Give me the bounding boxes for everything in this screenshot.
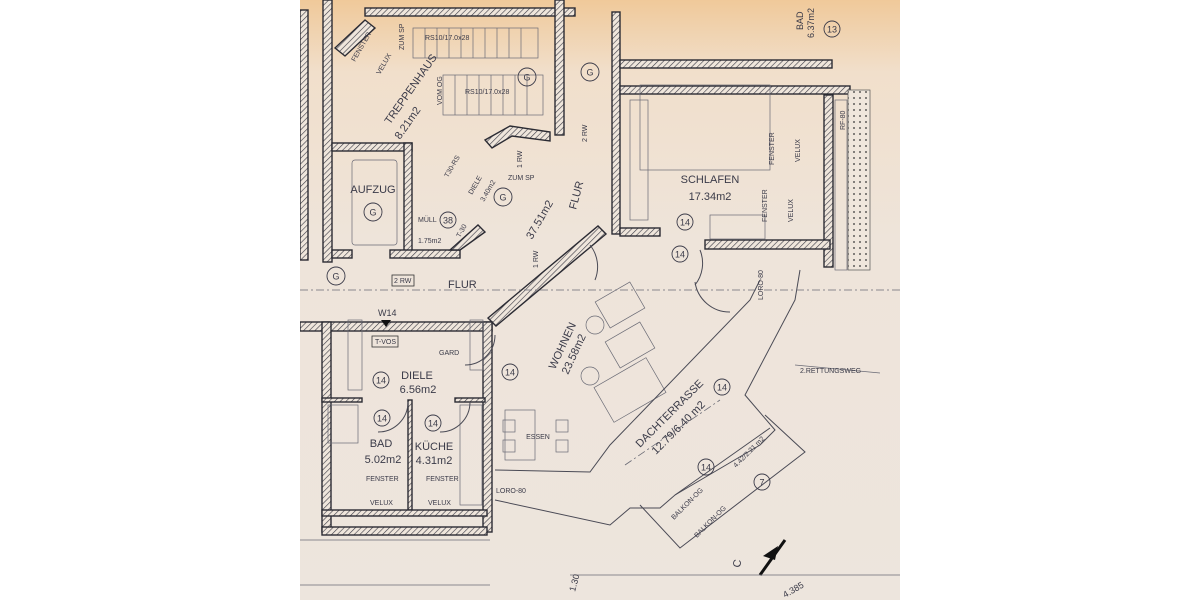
marker-g: G: [586, 68, 593, 78]
room-bad-area: 5.02m2: [365, 454, 402, 466]
fixtures: [300, 27, 900, 586]
marker-14: 14: [377, 414, 387, 424]
fenster-label: FENSTER: [769, 132, 776, 165]
section-marker: C: [731, 559, 744, 569]
rw-label: 1 RW: [517, 150, 524, 168]
rf-label: RF-80: [840, 110, 847, 130]
rettungsweg-label: 2.RETTUNGSWEG: [800, 368, 861, 375]
room-diele: DIELE: [401, 370, 433, 382]
marker-38: 38: [443, 216, 453, 226]
marker-g: G: [332, 272, 339, 282]
zum-sp-label: ZUM SP: [508, 175, 535, 182]
paper-background: [300, 0, 900, 600]
marker-g: G: [369, 208, 376, 218]
room-diele-area: 6.56m2: [400, 384, 437, 396]
velux-label: VELUX: [795, 139, 802, 162]
rw-label: 2 RW: [394, 278, 412, 285]
marker-14: 14: [717, 383, 727, 393]
loro-label: LORO-80: [496, 488, 526, 495]
marker-14: 14: [505, 368, 515, 378]
velux-label: VELUX: [428, 500, 451, 507]
room-bad: BAD: [370, 438, 393, 450]
floor-plan: G G G G G 38 13 14 14 14 14 14 14 14 14 …: [299, 0, 900, 600]
marker-14: 14: [376, 376, 386, 386]
room-kueche-area: 4.31m2: [416, 455, 453, 467]
room-aufzug: AUFZUG: [350, 184, 395, 196]
room-muell: MÜLL: [418, 216, 437, 224]
loro-label: LORO-80: [758, 270, 765, 300]
room-schlafen: SCHLAFEN: [681, 174, 740, 186]
room-bad-top-area: 6.37m2: [806, 8, 816, 38]
marker-14: 14: [428, 419, 438, 429]
fenster-label: FENSTER: [426, 476, 459, 483]
zum-sp-label: ZUM SP: [399, 23, 406, 50]
room-kueche: KÜCHE: [415, 441, 454, 453]
marker-g: G: [499, 193, 506, 203]
marker-14: 14: [680, 218, 690, 228]
gard-label: GARD: [439, 350, 459, 357]
rw-label: 1 RW: [533, 250, 540, 268]
room-schlafen-area: 17.34m2: [689, 191, 732, 203]
t-vos-label: T-VOS: [375, 339, 396, 346]
vom-og-label: VOM OG: [437, 76, 444, 105]
dimension-label: 1.30: [567, 573, 581, 593]
fenster-label: FENSTER: [762, 189, 769, 222]
marker-14: 14: [701, 463, 711, 473]
marker-13: 13: [827, 25, 837, 35]
floor-plan-drawing: G G G G G 38 13 14 14 14 14 14 14 14 14 …: [299, 0, 900, 600]
room-bad-top: BAD: [795, 11, 805, 30]
rw-label: 2 RW: [582, 124, 589, 142]
room-essen: ESSEN: [526, 434, 550, 441]
velux-label: VELUX: [788, 199, 795, 222]
velux-label: VELUX: [370, 500, 393, 507]
stair-label: RS10/17.0x28: [465, 89, 509, 96]
walls: [299, 0, 851, 536]
w14-label: W14: [378, 308, 397, 318]
marker-7: 7: [759, 478, 764, 488]
room-muell-area: 1.75m2: [418, 238, 441, 245]
marker-14: 14: [675, 250, 685, 260]
fenster-label: FENSTER: [366, 476, 399, 483]
marker-g: G: [523, 73, 530, 83]
room-flur-lower: FLUR: [448, 279, 477, 291]
markers: G G G G G 38 13 14 14 14 14 14 14 14 14 …: [326, 20, 841, 491]
stair-label: RS10/17.0x28: [425, 35, 469, 42]
